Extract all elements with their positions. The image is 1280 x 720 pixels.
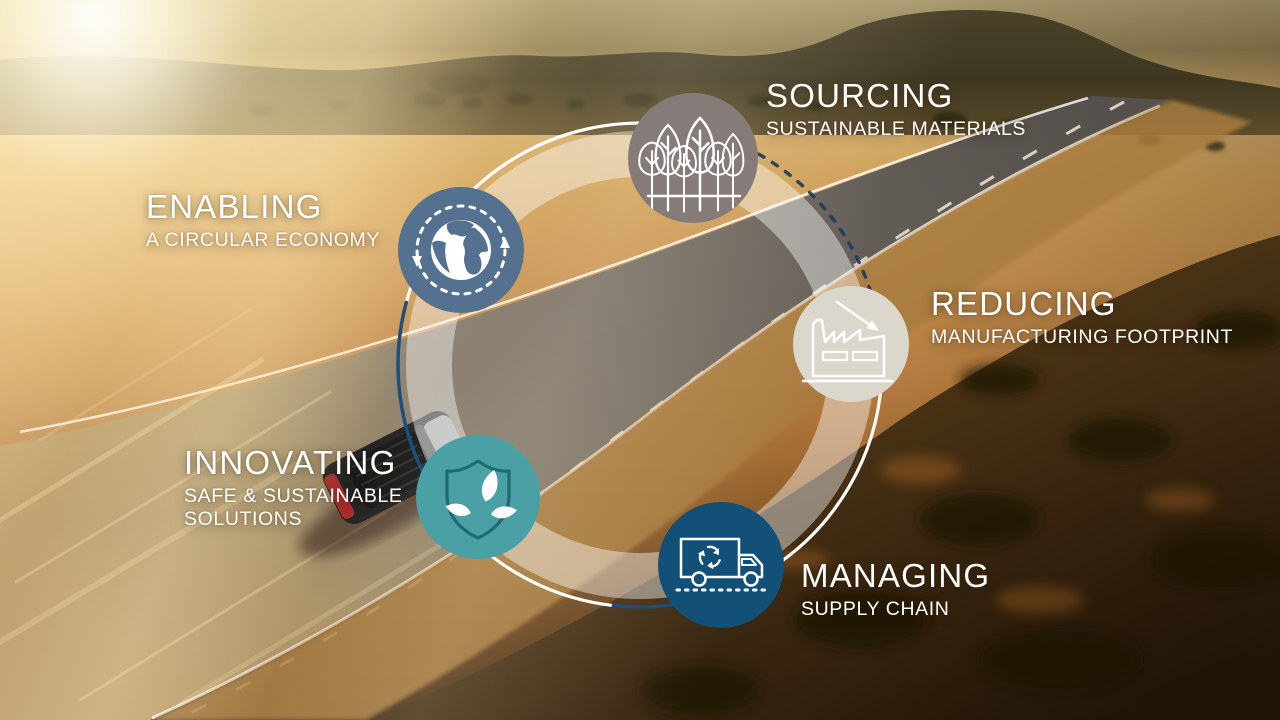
- sourcing-title: SOURCING: [766, 77, 954, 114]
- innovating-title: INNOVATING: [184, 444, 397, 481]
- node-managing: [658, 502, 784, 628]
- node-reducing: [793, 286, 909, 402]
- enabling-title: ENABLING: [146, 188, 323, 225]
- factory-arrow-icon: [801, 300, 894, 383]
- shield-leaves-icon: [445, 459, 517, 540]
- recycling-truck-icon: [675, 537, 769, 592]
- label-innovating: INNOVATING SAFE & SUSTAINABLE SOLUTIONS: [184, 444, 403, 532]
- arc-navy-left: [396, 300, 433, 488]
- managing-subtitle: SUPPLY CHAIN: [801, 597, 950, 620]
- node-enabling: [398, 187, 524, 313]
- enabling-subtitle: A CIRCULAR ECONOMY: [146, 228, 381, 251]
- innovating-subtitle-line2: SOLUTIONS: [184, 508, 303, 531]
- globe-rotation-icon: [412, 204, 510, 296]
- innovating-circle: [416, 435, 540, 559]
- arc-navy-bottom: [608, 601, 684, 609]
- label-reducing: REDUCING MANUFACTURING FOOTPRINT: [931, 285, 1233, 349]
- reducing-circle: [793, 286, 909, 402]
- arc-white-bottomleft: [479, 546, 613, 607]
- node-sourcing: [628, 93, 758, 223]
- label-sourcing: SOURCING SUSTAINABLE MATERIALS: [766, 77, 1027, 141]
- managing-circle: [658, 502, 784, 628]
- sourcing-subtitle: SUSTAINABLE MATERIALS: [766, 117, 1027, 140]
- label-enabling: ENABLING A CIRCULAR ECONOMY: [146, 188, 381, 252]
- innovating-subtitle-line1: SAFE & SUSTAINABLE: [184, 484, 403, 507]
- sourcing-circle: [628, 93, 758, 223]
- node-innovating: [416, 435, 540, 559]
- arc-white-right: [766, 371, 884, 572]
- label-managing: MANAGING SUPPLY CHAIN: [801, 557, 991, 621]
- forest-trees-icon: [638, 116, 745, 213]
- managing-title: MANAGING: [801, 557, 991, 594]
- reducing-subtitle: MANUFACTURING FOOTPRINT: [931, 325, 1233, 348]
- reducing-title: REDUCING: [931, 285, 1117, 322]
